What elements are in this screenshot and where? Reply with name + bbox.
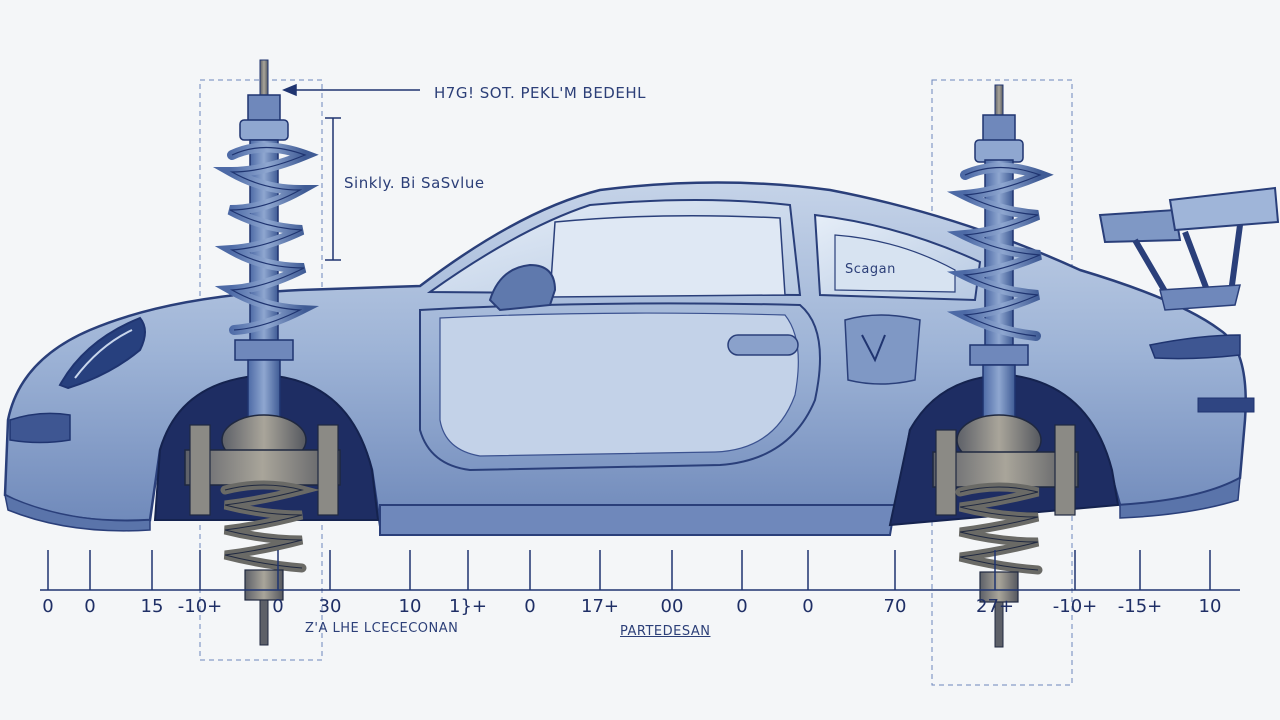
ruler-tick-label: 0 xyxy=(736,596,748,617)
ruler-tick-label: 0 xyxy=(272,596,284,617)
center-caption-label: PARTEDESAN xyxy=(620,624,711,639)
front-coilover xyxy=(184,59,341,646)
car-body xyxy=(3,181,1280,536)
ruler-tick-label: 0 xyxy=(42,596,54,617)
ruler-tick-label: 10 xyxy=(1198,596,1222,617)
ruler-tick-label: 15 xyxy=(140,596,164,617)
ruler-tick-label: 30 xyxy=(318,596,342,617)
ruler-tick-label: -10+ xyxy=(1052,596,1098,617)
measurement-ruler xyxy=(40,550,1240,591)
ruler-tick-label: 70 xyxy=(883,596,907,617)
ruler-tick-label: -15+ xyxy=(1117,596,1163,617)
ruler-tick-label: 0 xyxy=(802,596,814,617)
top-callout-label: H7G! SOT. PEKL'M BEDEHL xyxy=(434,84,646,102)
ruler-tick-label: 27+ xyxy=(976,596,1014,617)
ruler-tick-label: 10 xyxy=(398,596,422,617)
ruler-tick-label: 17+ xyxy=(581,596,619,617)
ruler-tick-label: -10+ xyxy=(177,596,223,617)
rear-window-label: Scagan xyxy=(845,262,896,277)
ruler-tick-label: 0 xyxy=(524,596,536,617)
ruler-tick-label: 00 xyxy=(660,596,684,617)
callout-arrow xyxy=(282,83,420,97)
ruler-tick-label: 1}+ xyxy=(449,596,487,617)
dimension-bracket xyxy=(325,117,341,261)
ruler-tick-label: 0 xyxy=(84,596,96,617)
rear-coilover xyxy=(932,84,1079,648)
front-caption-label: Z'A LHE LCECECONAN xyxy=(305,621,459,636)
dimension-label: Sinkly. Bi SaSvlue xyxy=(344,174,485,192)
